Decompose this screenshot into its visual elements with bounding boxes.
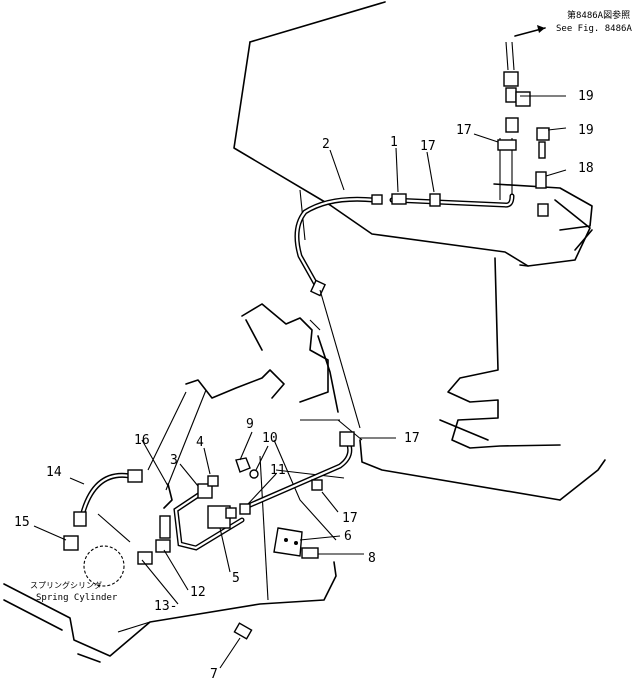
hose-fitting-2b	[310, 279, 326, 297]
leader-lines	[33, 95, 567, 669]
hose-fitting-2a	[371, 194, 383, 205]
callout-17: 17	[342, 511, 358, 526]
guide-lines	[147, 289, 363, 601]
pipe-fitting-1	[391, 193, 407, 205]
callout-18: 18	[578, 161, 594, 176]
spring-cylinder-en: Spring Cylinder	[36, 593, 118, 603]
hose-end-14b	[127, 469, 143, 483]
clamp-17	[429, 193, 441, 207]
spring-cylinder-outline	[83, 545, 125, 587]
fitting-4	[207, 475, 219, 487]
fitting-13	[137, 551, 153, 565]
bolt-19b	[536, 127, 550, 141]
bolt-7	[233, 622, 253, 640]
callout-12: 12	[190, 585, 206, 600]
fitting-a	[503, 71, 519, 87]
clamp-17-upper	[497, 139, 517, 151]
fitting-11	[239, 503, 251, 515]
plate-and-bolts	[233, 527, 319, 640]
callout-19: 19	[578, 123, 594, 138]
elbow-17	[339, 431, 355, 447]
callout-13: 13-	[154, 599, 177, 614]
callout-10: 10	[262, 431, 278, 446]
fitting-15	[63, 535, 79, 551]
nut-9	[235, 457, 251, 473]
valve-cluster	[173, 457, 259, 551]
upper-hose-assembly	[294, 193, 515, 297]
callout-8: 8	[368, 551, 376, 566]
callout-9: 9	[246, 417, 254, 432]
bolt-8	[301, 547, 319, 559]
callout-17: 17	[404, 431, 420, 446]
callout-5: 5	[232, 571, 240, 586]
callout-15: 15	[14, 515, 30, 530]
callout-3: 3	[170, 453, 178, 468]
bolt-19a	[515, 91, 531, 107]
spring-cylinder-jp: スプリングシリンダ	[30, 580, 102, 590]
plate-6	[273, 527, 303, 557]
floor-frame	[3, 545, 337, 663]
machine-body	[233, 1, 606, 501]
callout-6: 6	[344, 529, 352, 544]
hose-end-14a	[73, 511, 87, 527]
callout-4: 4	[196, 435, 204, 450]
reference-note-en: See Fig. 8486A	[556, 24, 632, 34]
callout-19: 19	[578, 89, 594, 104]
washer-10	[249, 469, 259, 479]
callout-16: 16	[134, 433, 150, 448]
callout-14: 14	[46, 465, 62, 480]
fitting-16	[159, 515, 171, 539]
fitting-12	[155, 539, 171, 553]
upper-right-fittings	[497, 25, 550, 217]
fitting-b	[505, 117, 519, 133]
reference-note-jp: 第8486A図参照	[567, 9, 630, 21]
clamp-17-lower	[311, 479, 323, 491]
callout-2: 2	[322, 137, 330, 152]
lower-pipe	[245, 431, 355, 509]
callout-17: 17	[456, 123, 472, 138]
callout-11: 11	[270, 463, 286, 478]
callout-7: 7	[210, 667, 218, 681]
fitting-3	[197, 483, 213, 499]
operator-seat	[185, 303, 339, 413]
callout-1: 1	[390, 135, 398, 150]
clamp-18	[535, 171, 547, 189]
left-hose-assembly	[63, 469, 173, 565]
callout-17: 17	[420, 139, 436, 154]
